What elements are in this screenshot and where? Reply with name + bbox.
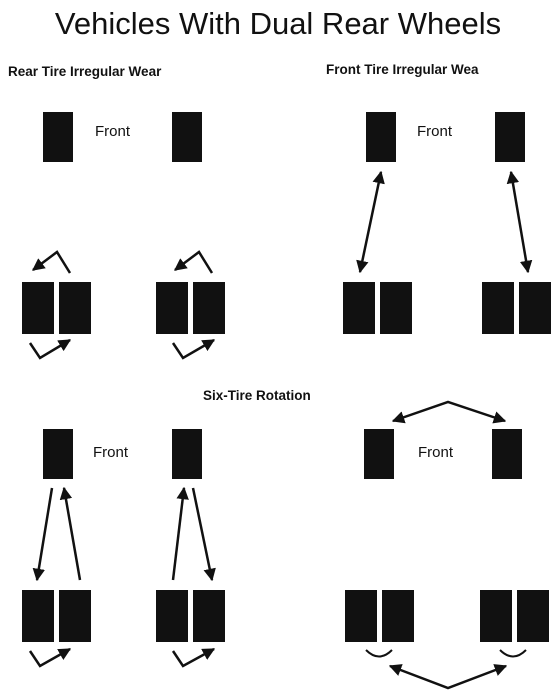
swap-arrow-bottom-left bbox=[28, 338, 72, 360]
front-label: Front bbox=[95, 123, 131, 140]
six-tire-heading: Six-Tire Rotation bbox=[203, 388, 311, 403]
front-right-tire bbox=[172, 112, 202, 162]
swap-arrow-left bbox=[356, 170, 385, 274]
front-left-tire bbox=[364, 429, 394, 479]
rear-left-outer-tire bbox=[22, 590, 54, 642]
rear-right-outer-tire bbox=[519, 282, 551, 334]
front-right-tire bbox=[172, 429, 202, 479]
rear-right-inner-tire bbox=[156, 282, 188, 334]
six-tire-alt-panel: Front bbox=[345, 400, 549, 690]
cross-arrow-rear bbox=[388, 664, 508, 690]
front-label: Front bbox=[418, 444, 454, 461]
rear-left-outer-tire bbox=[345, 590, 377, 642]
rear-right-inner-tire bbox=[156, 590, 188, 642]
swap-arrow-bottom-right bbox=[171, 338, 216, 360]
front-wear-heading: Front Tire Irregular Wea bbox=[326, 62, 479, 77]
swap-arrow-top-right bbox=[174, 250, 214, 274]
rear-left-outer-tire bbox=[343, 282, 375, 334]
dual-link-right bbox=[499, 649, 527, 658]
front-wear-panel: Front bbox=[343, 112, 551, 334]
swap-arrow-top-left bbox=[32, 250, 72, 274]
front-label: Front bbox=[417, 123, 453, 140]
six-tire-panel: Front bbox=[22, 429, 225, 668]
rear-right-outer-tire bbox=[517, 590, 549, 642]
rear-left-inner-tire bbox=[382, 590, 414, 642]
swap-arrow-bottom-right bbox=[171, 647, 216, 668]
rear-wear-panel: Front bbox=[22, 112, 225, 360]
rear-right-inner-tire bbox=[480, 590, 512, 642]
rear-left-inner-tire bbox=[59, 590, 91, 642]
rear-wear-heading: Rear Tire Irregular Wear bbox=[8, 64, 162, 79]
rear-left-inner-tire bbox=[380, 282, 412, 334]
front-label: Front bbox=[93, 444, 129, 461]
front-right-tire bbox=[492, 429, 522, 479]
arrow-rear-inner-to-front-left bbox=[59, 486, 82, 581]
arrow-rear-inner-to-front-right bbox=[171, 486, 189, 581]
front-right-tire bbox=[495, 112, 525, 162]
rear-right-inner-tire bbox=[482, 282, 514, 334]
front-left-tire bbox=[366, 112, 396, 162]
arrow-front-right-to-rear-outer bbox=[191, 487, 216, 582]
front-left-tire bbox=[43, 429, 73, 479]
swap-arrow-bottom-left bbox=[28, 647, 72, 668]
rear-left-outer-tire bbox=[22, 282, 54, 334]
diagram-title: Vehicles With Dual Rear Wheels bbox=[54, 6, 502, 41]
dual-link-left bbox=[365, 649, 393, 658]
cross-arrow-front bbox=[391, 400, 507, 424]
rear-right-outer-tire bbox=[193, 282, 225, 334]
rear-right-outer-tire bbox=[193, 590, 225, 642]
swap-arrow-right bbox=[506, 170, 533, 274]
arrow-front-left-to-rear-outer bbox=[32, 487, 54, 582]
rear-left-inner-tire bbox=[59, 282, 91, 334]
front-left-tire bbox=[43, 112, 73, 162]
